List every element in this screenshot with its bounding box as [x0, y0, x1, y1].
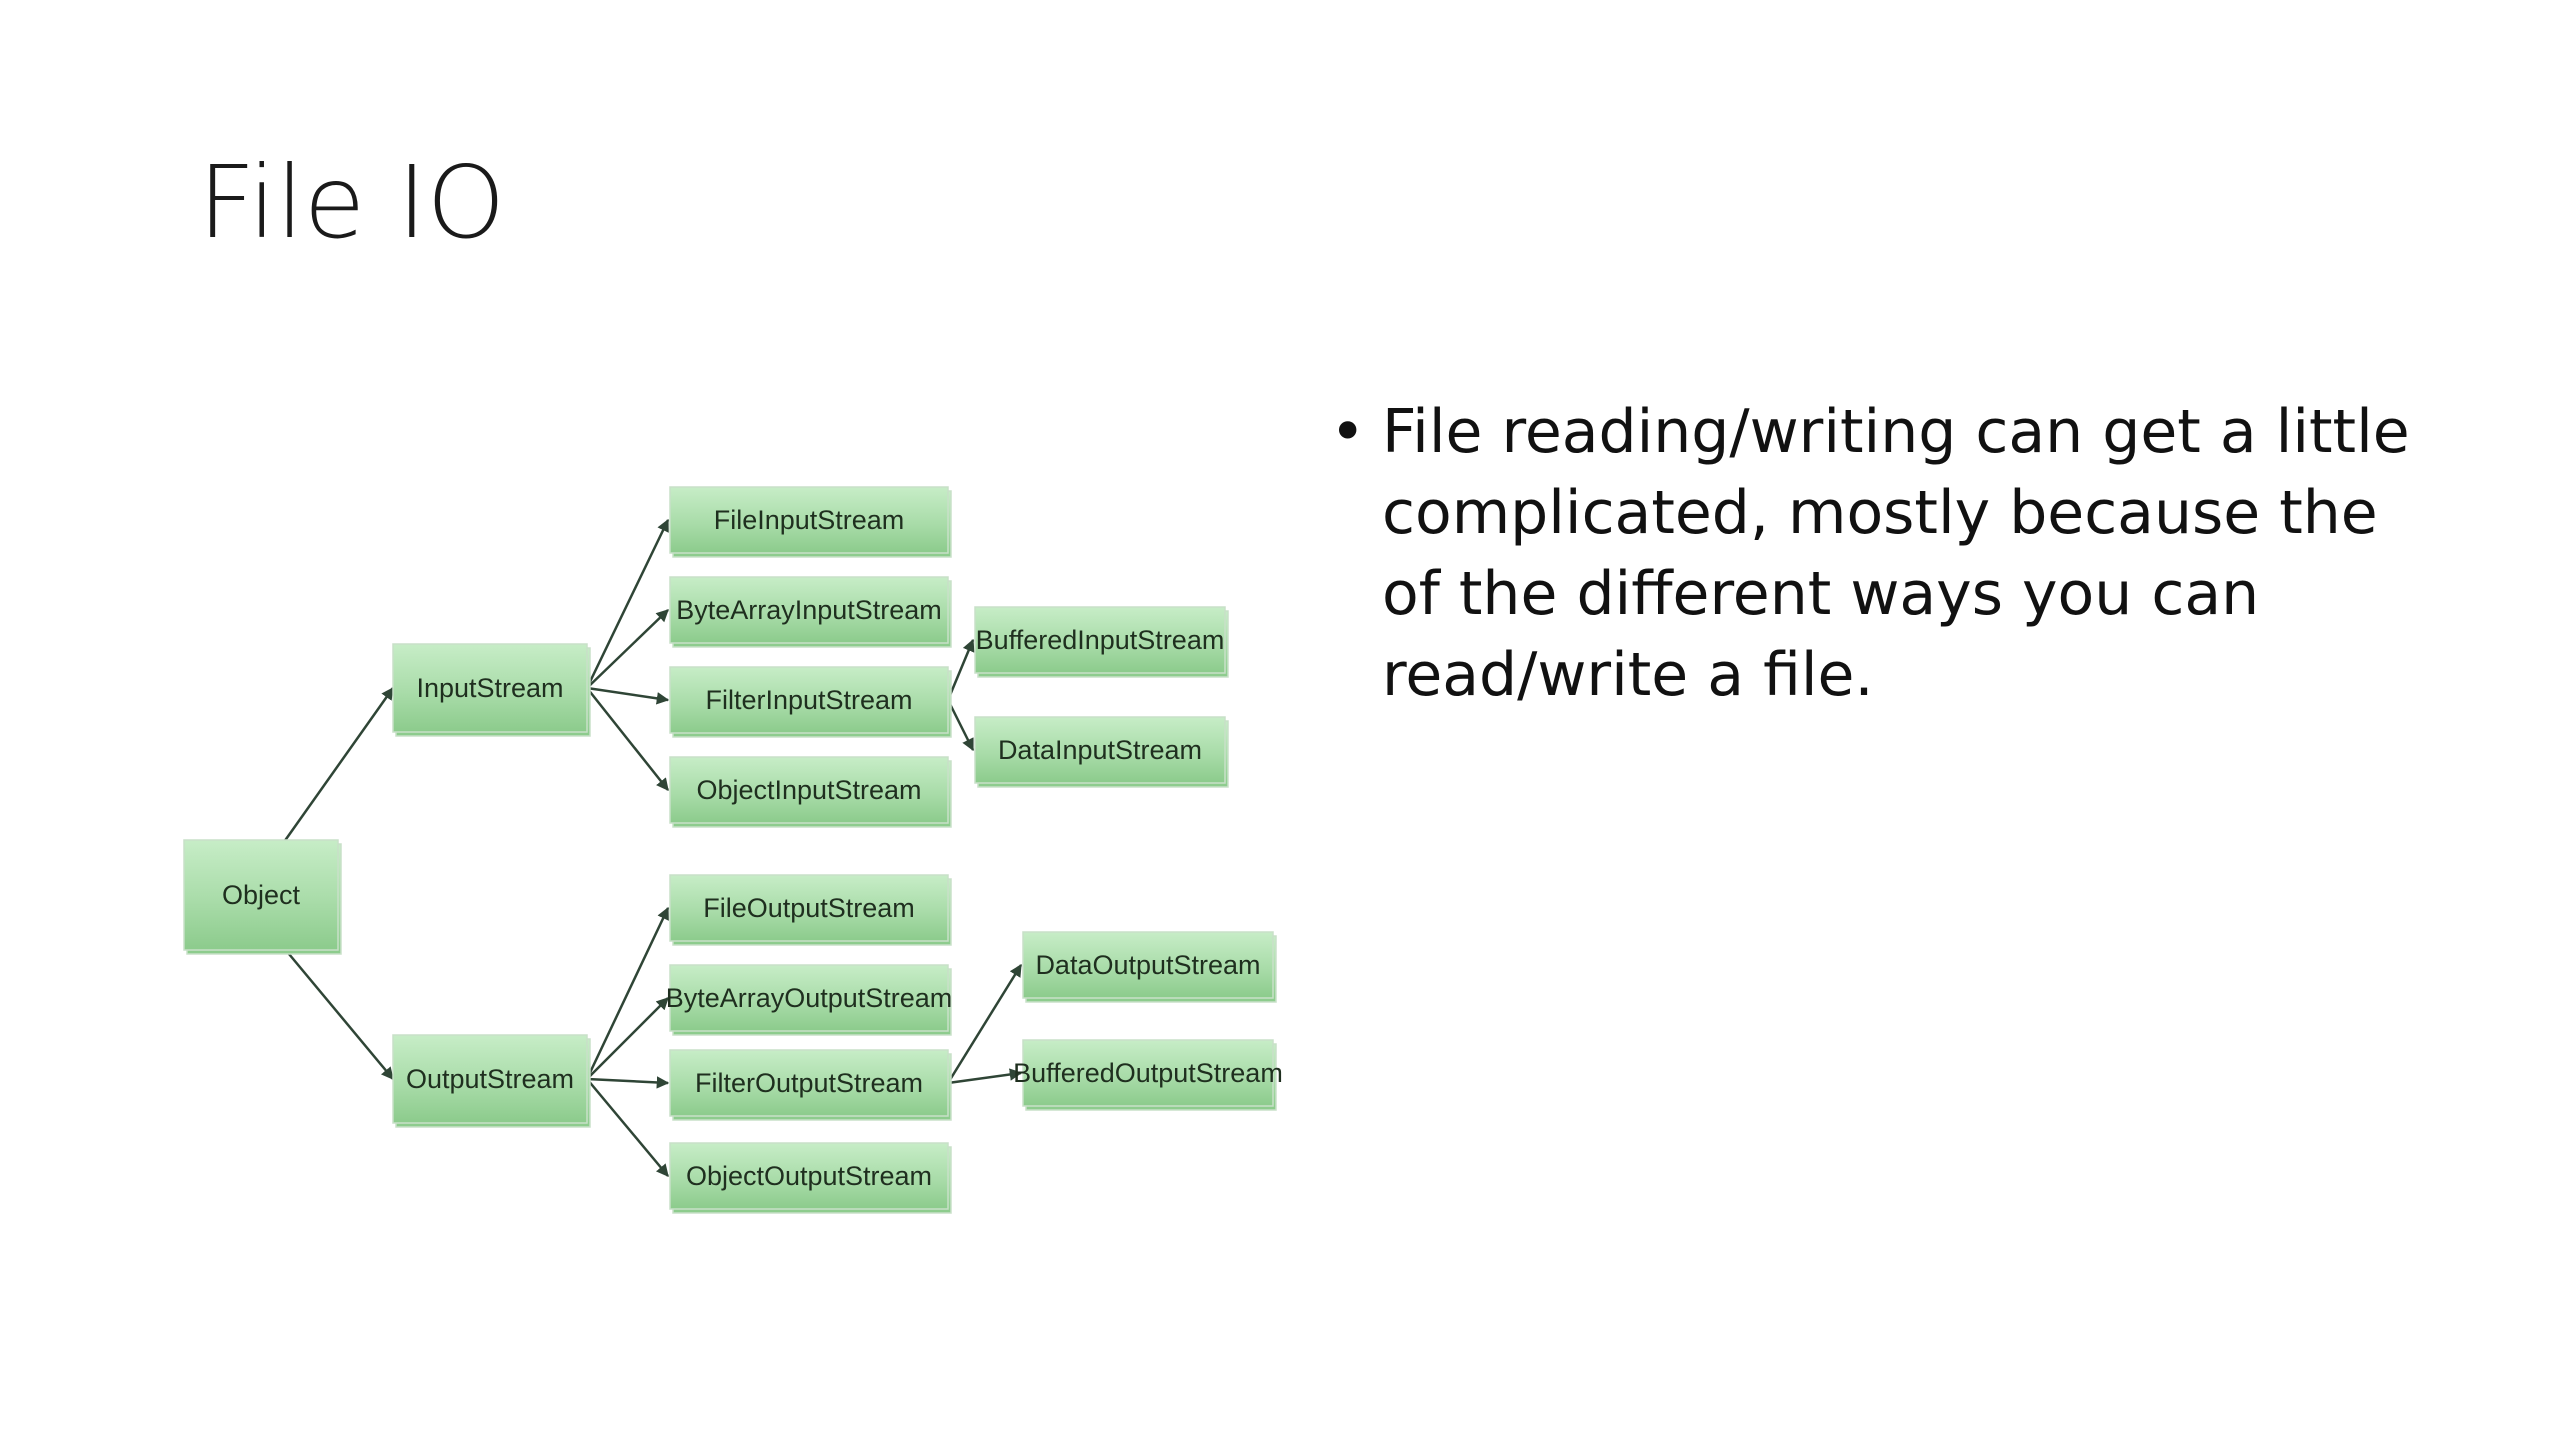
node-filteroutputstream: FilterOutputStream: [669, 1049, 952, 1121]
node-filterinputstream: FilterInputStream: [669, 666, 952, 738]
node-label: ByteArrayOutputStream: [666, 983, 953, 1013]
edge-outputstream-to-filteroutputstream: [586, 1076, 670, 1089]
edge-filteroutputstream-to-bufferedoutputstream: [947, 1068, 1023, 1085]
edge-outputstream-to-fileoutputstream: [585, 906, 670, 1080]
edges-layer: [282, 518, 1023, 1177]
node-box: [974, 606, 1226, 674]
node-bufferedoutputstream: BufferedOutputStream: [1013, 1039, 1283, 1111]
node-fileinputstream: FileInputStream: [669, 486, 952, 558]
edge-inputstream-to-objectinputstream: [586, 687, 669, 791]
node-box: [669, 964, 949, 1032]
node-box: [974, 716, 1226, 784]
node-box: [669, 1049, 949, 1117]
node-box: [669, 666, 949, 734]
node-box: [183, 839, 339, 951]
bullet-dot: •: [1330, 397, 1366, 467]
node-label: BufferedInputStream: [976, 625, 1225, 655]
edge-outputstream-to-bytearrayoutputstream: [586, 997, 669, 1080]
node-box: [669, 576, 949, 644]
nodes-layer: ObjectInputStreamOutputStreamFileInputSt…: [183, 486, 1283, 1214]
node-label: FilterOutputStream: [695, 1068, 923, 1098]
node-dataoutputstream: DataOutputStream: [1022, 931, 1277, 1003]
node-box: [1022, 1039, 1274, 1107]
edge-object-to-inputstream: [282, 686, 395, 843]
node-datainputstream: DataInputStream: [974, 716, 1229, 788]
edge-filterinputstream-to-datainputstream: [946, 699, 975, 752]
edge-object-to-outputstream: [283, 947, 394, 1080]
edge-outputstream-to-objectoutputstream: [586, 1078, 669, 1177]
node-outputstream: OutputStream: [392, 1034, 591, 1128]
node-label: FileInputStream: [714, 505, 905, 535]
node-bufferedinputstream: BufferedInputStream: [974, 606, 1229, 678]
node-box: [669, 874, 949, 942]
node-box: [669, 1142, 949, 1210]
node-box: [669, 756, 949, 824]
node-fileoutputstream: FileOutputStream: [669, 874, 952, 946]
node-box: [392, 1034, 588, 1124]
node-bytearrayoutputstream: ByteArrayOutputStream: [666, 964, 953, 1036]
node-label: OutputStream: [406, 1064, 574, 1094]
node-label: ObjectInputStream: [696, 775, 921, 805]
node-label: FilterInputStream: [705, 685, 912, 715]
node-label: FileOutputStream: [703, 893, 915, 923]
edge-filteroutputstream-to-dataoutputstream: [946, 963, 1023, 1084]
edge-inputstream-to-fileinputstream: [585, 518, 670, 689]
node-label: InputStream: [416, 673, 563, 703]
node-box: [1022, 931, 1274, 999]
node-box: [392, 643, 588, 733]
node-label: Object: [222, 880, 301, 910]
bullet-item: • File reading/writing can get a little …: [1330, 392, 2430, 716]
node-label: ObjectOutputStream: [686, 1161, 932, 1191]
bullet-text: File reading/writing can get a little co…: [1382, 397, 2410, 710]
node-object: Object: [183, 839, 342, 955]
node-objectinputstream: ObjectInputStream: [669, 756, 952, 828]
node-inputstream: InputStream: [392, 643, 591, 737]
node-label: DataOutputStream: [1035, 950, 1260, 980]
node-objectoutputstream: ObjectOutputStream: [669, 1142, 952, 1214]
edge-inputstream-to-filterinputstream: [586, 686, 670, 705]
node-label: BufferedOutputStream: [1013, 1058, 1283, 1088]
bullet-list: • File reading/writing can get a little …: [1330, 392, 2430, 716]
node-label: DataInputStream: [998, 735, 1202, 765]
node-bytearrayinputstream: ByteArrayInputStream: [669, 576, 952, 648]
node-box: [669, 486, 949, 554]
edge-filterinputstream-to-bufferedinputstream: [946, 638, 975, 701]
slide-title: File IO: [198, 144, 506, 261]
edge-inputstream-to-bytearrayinputstream: [586, 609, 669, 689]
node-label: ByteArrayInputStream: [676, 595, 942, 625]
